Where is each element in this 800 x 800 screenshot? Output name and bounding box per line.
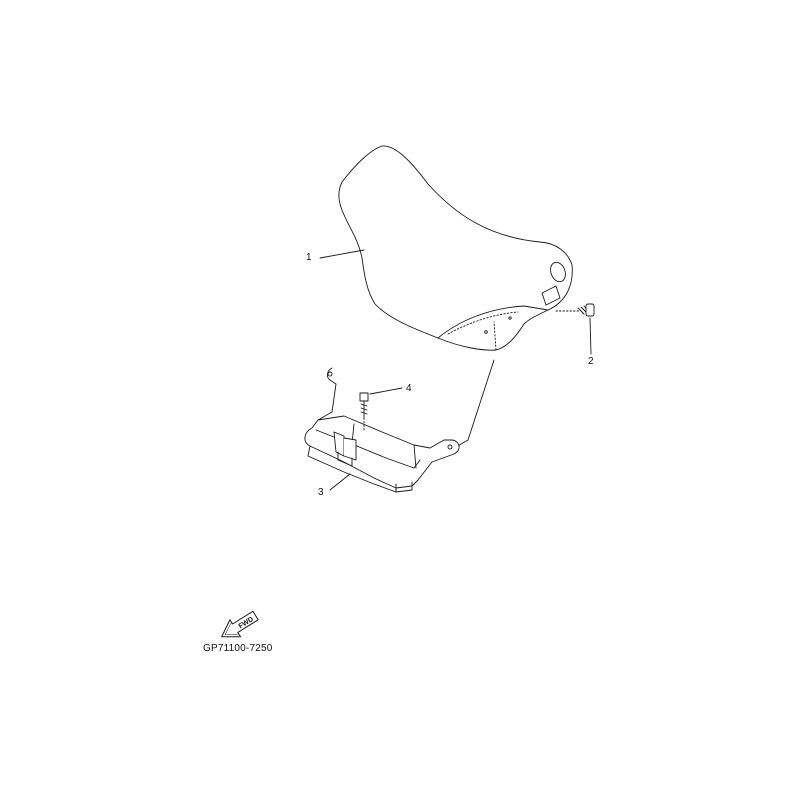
callout-3-leader [329,473,351,491]
bracket-part [304,367,460,493]
screw-part [359,392,369,433]
callout-1: 1 [306,252,312,263]
diagram-reference-code: GP71100-7250 [203,643,273,654]
bolt-part [555,303,595,317]
callout-1-leader [319,249,365,259]
callout-3: 3 [318,487,324,498]
fwd-arrow-icon: FWD [221,610,259,638]
callout-4: 4 [406,383,412,394]
seat-part [338,145,573,351]
callout-2: 2 [588,356,594,367]
seat-to-bracket-leader [455,359,495,448]
callout-2-leader [589,317,592,355]
callout-4-leader [369,387,403,395]
fwd-label: FWD [238,616,255,630]
